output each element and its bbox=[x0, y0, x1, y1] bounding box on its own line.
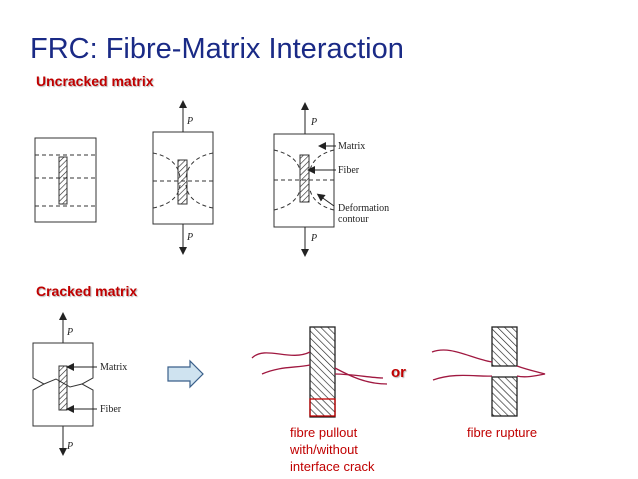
or-label: or bbox=[391, 364, 406, 381]
p-label-cracked-top: P bbox=[66, 327, 73, 338]
p-label-fig3-top: P bbox=[310, 117, 317, 128]
fiber-label-cracked: Fiber bbox=[100, 404, 122, 415]
fibre-rupture-diagram bbox=[431, 326, 546, 417]
caption-pullout-line2: with/without bbox=[290, 442, 358, 457]
matrix-label-cracked: Matrix bbox=[100, 362, 127, 373]
p-label-fig2-bottom: P bbox=[186, 232, 193, 243]
caption-fibre-rupture: fibre rupture bbox=[467, 425, 538, 440]
uncracked-loaded-specimen bbox=[152, 100, 214, 255]
fibre-pullout-diagram bbox=[251, 326, 388, 418]
right-arrow-icon bbox=[167, 359, 204, 389]
caption-pullout-line1: fibre pullout bbox=[290, 425, 358, 440]
deformation-label-line1: Deformation bbox=[338, 203, 389, 214]
uncracked-deformation-specimen bbox=[273, 102, 336, 257]
caption-pullout-line3: interface crack bbox=[290, 459, 375, 474]
section-label-uncracked: Uncracked matrix bbox=[36, 73, 154, 89]
p-label-cracked-bottom: P bbox=[66, 441, 73, 452]
fiber-label-fig3: Fiber bbox=[338, 165, 360, 176]
section-label-cracked: Cracked matrix bbox=[36, 283, 138, 299]
caption-fibre-pullout: fibre pullout with/without interface cra… bbox=[290, 424, 375, 475]
cracked-specimen bbox=[32, 312, 97, 456]
matrix-label-fig3: Matrix bbox=[338, 141, 365, 152]
p-label-fig2-top: P bbox=[186, 116, 193, 127]
deformation-label-line2: contour bbox=[338, 214, 369, 225]
slide-title: FRC: Fibre-Matrix Interaction bbox=[30, 33, 404, 65]
uncracked-unloaded-specimen bbox=[34, 137, 97, 223]
p-label-fig3-bottom: P bbox=[310, 233, 317, 244]
